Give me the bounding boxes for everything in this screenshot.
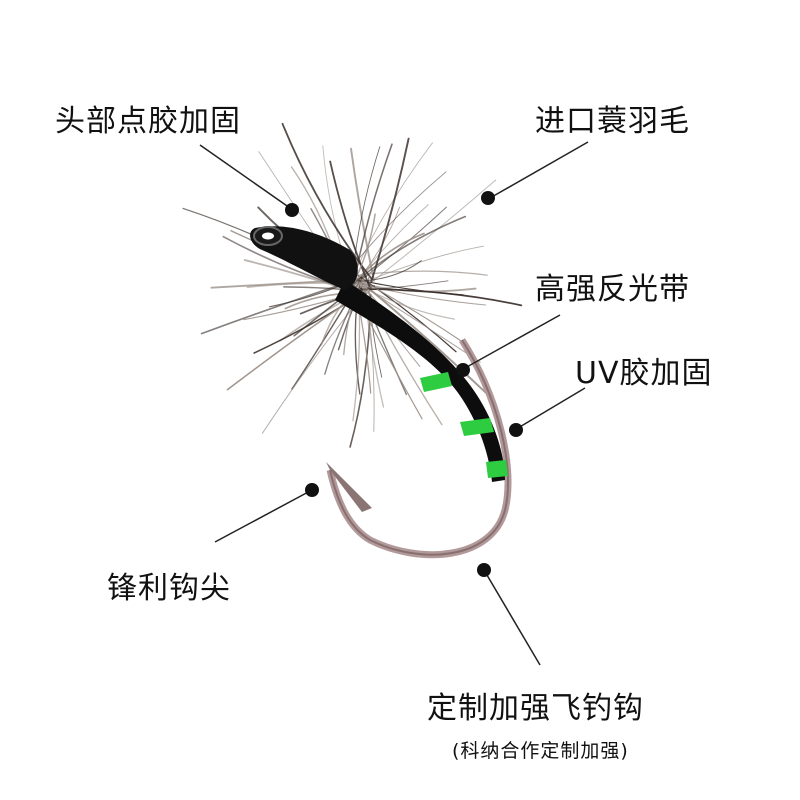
feather-fiber <box>351 215 467 286</box>
label-custom-hook-note: (科纳合作定制加强) <box>452 740 629 762</box>
feather-fiber <box>246 282 371 288</box>
feather-fiber <box>370 137 410 284</box>
label-reflective-band: 高强反光带 <box>535 272 690 307</box>
feather-fiber <box>363 283 496 402</box>
label-head-glue: 头部点胶加固 <box>55 104 241 139</box>
feather-fiber <box>329 160 371 288</box>
reflective-band-1 <box>420 372 452 392</box>
label-uv-glue: UV胶加固 <box>575 356 713 391</box>
callout-feather <box>481 141 589 205</box>
callout-reflective-band <box>456 314 561 377</box>
callout-uv-glue <box>509 387 586 437</box>
feather-fiber <box>351 274 465 344</box>
callout-sharp-point <box>214 483 319 543</box>
label-sharp-point: 锋利钩尖 <box>107 571 231 606</box>
feather-fiber <box>358 270 488 276</box>
label-custom-hook: 定制加强飞钓钩 <box>427 691 644 726</box>
fly-body <box>335 280 505 482</box>
feather-fiber <box>351 206 447 288</box>
callout-head-glue <box>199 144 299 217</box>
label-feather: 进口蓑羽毛 <box>535 104 690 139</box>
callout-custom-hook <box>477 563 541 666</box>
feather-fiber <box>362 276 385 408</box>
feather-fiber <box>350 147 375 282</box>
reflective-band-3 <box>486 460 508 478</box>
hook-point <box>326 462 372 512</box>
reflective-band-2 <box>460 418 494 436</box>
